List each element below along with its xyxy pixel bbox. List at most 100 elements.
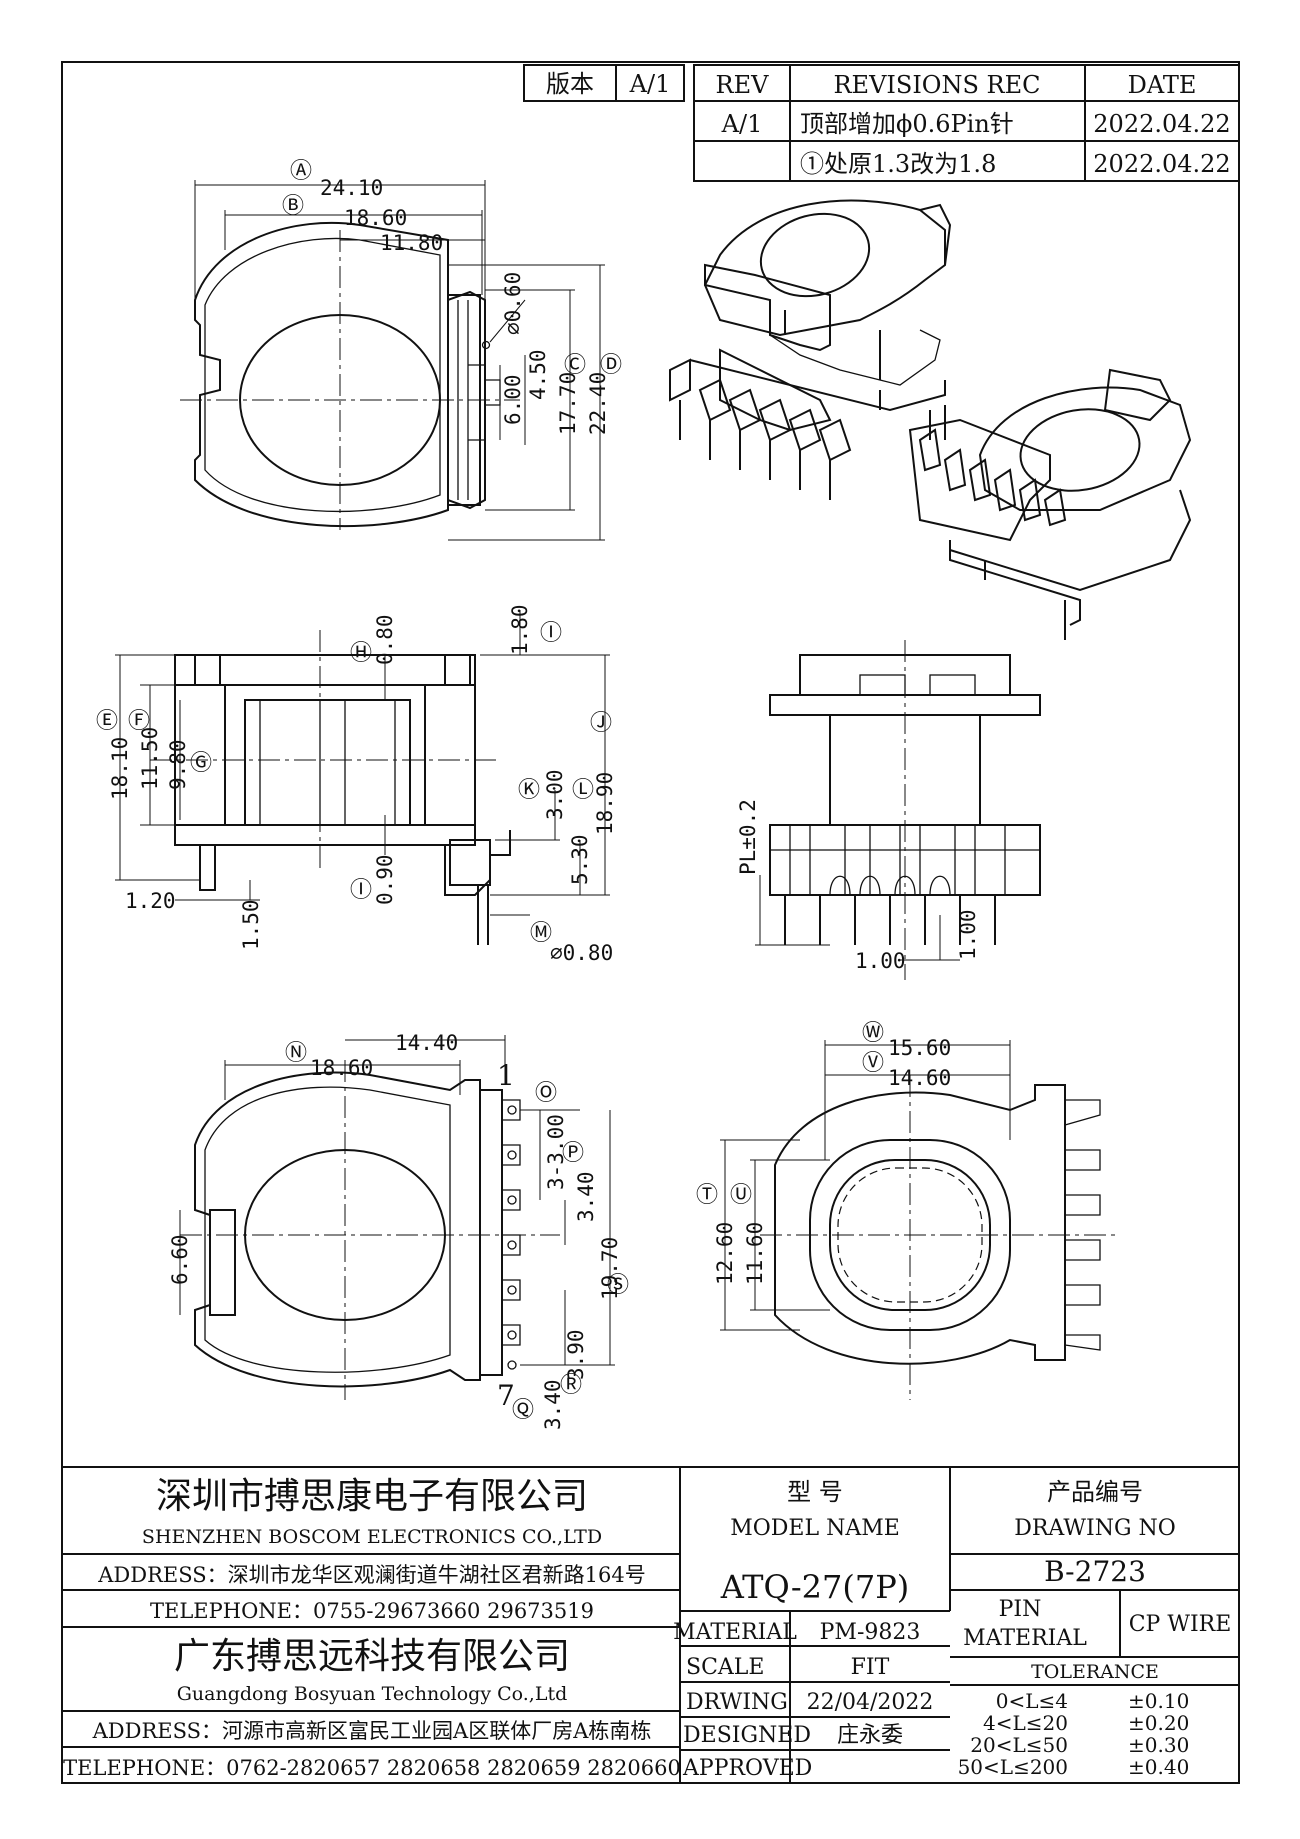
material-label: MATERIAL: [673, 1620, 797, 1645]
dim-f: 11.50: [138, 727, 162, 790]
tolerance-label: TOLERANCE: [1031, 1661, 1159, 1683]
tolerance-range: 20<L≤50: [970, 1733, 1068, 1757]
revision-rev: A/1: [721, 110, 763, 138]
dim-label-o: Ⓞ: [535, 1081, 557, 1106]
dim-label-a: Ⓐ: [290, 159, 312, 184]
dim-g: 9.80: [166, 739, 190, 790]
dim-i: 1.80: [508, 604, 532, 655]
approved-label: APPROVED: [682, 1756, 812, 1781]
dim-1-20: 1.20: [125, 889, 176, 913]
drawing-border: [61, 61, 1240, 1784]
dim-label-n: Ⓝ: [285, 1041, 307, 1066]
dim-pl: PL±0.2: [736, 799, 760, 875]
dim-label-g: Ⓖ: [190, 751, 212, 776]
dim-label-c: Ⓒ: [564, 353, 586, 378]
dim-label-b: Ⓑ: [282, 194, 304, 219]
top-view: Ⓐ 24.10 Ⓑ 18.60 11.80 ⌀0.60 4.50 6.00 17…: [180, 159, 622, 541]
designed-label: DESIGNED: [683, 1723, 811, 1748]
dim-1-50: 1.50: [239, 899, 263, 950]
dim-pin-length: 1.00: [956, 909, 980, 960]
dim-label-v: Ⓥ: [862, 1051, 884, 1076]
version-label: 版本: [546, 70, 594, 98]
dim-label-d: Ⓓ: [600, 353, 622, 378]
dim-b: 18.60: [344, 206, 407, 230]
designed-value: 庄永委: [837, 1723, 903, 1748]
company2-address: ADDRESS：河源市高新区富民工业园A区联体厂房A栋南栋: [92, 1719, 652, 1743]
company1-name-cn: 深圳市搏思康电子有限公司: [156, 1476, 588, 1517]
drawing-no-value: B-2723: [1044, 1555, 1146, 1588]
tolerance-range: 0<L≤4: [996, 1689, 1068, 1713]
material-value: PM-9823: [820, 1620, 921, 1645]
dim-label-t: Ⓣ: [696, 1183, 718, 1208]
tolerance-value: ±0.10: [1128, 1689, 1189, 1713]
dim-label-h: Ⓗ: [350, 641, 372, 666]
dim-u: 11.60: [743, 1222, 767, 1285]
pin-material-value: CP WIRE: [1129, 1612, 1232, 1637]
pin-7-label: 7: [497, 1379, 515, 1412]
dim-14-40: 14.40: [395, 1031, 458, 1055]
dim-q: 3.40: [541, 1379, 565, 1430]
rev-header: REV: [716, 71, 770, 99]
dim-label-e: Ⓔ: [96, 709, 118, 734]
bottom-right-view: Ⓦ 15.60 Ⓥ 14.60 12.60 Ⓣ 11.60 Ⓤ: [696, 1021, 1120, 1400]
tolerance-value: ±0.20: [1128, 1711, 1189, 1735]
dim-pin-dia: ⌀0.60: [501, 272, 525, 335]
drawing-date-label: DRWING: [686, 1690, 788, 1715]
company1-telephone: TELEPHONE：0755-29673660 29673519: [150, 1599, 594, 1623]
dim-label-k: Ⓚ: [518, 778, 540, 803]
drawing-no-label-cn: 产品编号: [1047, 1478, 1143, 1506]
tolerance-range: 4<L≤20: [983, 1711, 1068, 1735]
dim-v: 14.60: [888, 1066, 951, 1090]
dim-i2: 0.90: [373, 854, 397, 905]
tolerance-value: ±0.30: [1128, 1733, 1189, 1757]
dim-label-u: Ⓤ: [730, 1183, 752, 1208]
title-block: 深圳市搏思康电子有限公司 SHENZHEN BOSCOM ELECTRONICS…: [62, 1466, 1239, 1783]
dim-a: 24.10: [320, 176, 383, 200]
drawing-date-value: 22/04/2022: [807, 1690, 934, 1715]
revision-date: 2022.04.22: [1093, 150, 1230, 178]
dim-6-00: 6.00: [501, 374, 525, 425]
dim-r: 3.90: [564, 1329, 588, 1380]
dim-11-80: 11.80: [380, 231, 443, 255]
dim-label-p: Ⓟ: [562, 1141, 584, 1166]
company2-name-cn: 广东搏思远科技有限公司: [174, 1636, 570, 1677]
revision-desc: 顶部增加ϕ0.6Pin针: [800, 110, 1014, 138]
dim-n: 18.60: [310, 1056, 373, 1080]
dim-label-j: Ⓙ: [590, 711, 612, 736]
dim-d: 22.40: [586, 372, 610, 435]
pin-material-label-1: PIN: [999, 1597, 1042, 1622]
dim-6-60: 6.60: [168, 1234, 192, 1285]
version-value: A/1: [629, 70, 671, 98]
dim-label-s: Ⓢ: [607, 1273, 629, 1298]
dim-label-r: Ⓡ: [560, 1373, 582, 1398]
model-label-en: MODEL NAME: [730, 1516, 900, 1541]
company2-telephone: TELEPHONE：0762-2820657 2820658 2820659 2…: [63, 1756, 681, 1780]
revisions-header: REVISIONS REC: [833, 71, 1040, 99]
dim-m: ⌀0.80: [550, 941, 613, 965]
dim-j: 18.90: [593, 772, 617, 835]
dim-label-f: Ⓕ: [128, 709, 150, 734]
dim-l: 5.30: [568, 834, 592, 885]
pin-1-label: 1: [497, 1059, 515, 1092]
dim-s: 19.70: [598, 1237, 622, 1300]
dim-t: 12.60: [713, 1222, 737, 1285]
dim-p: 3.40: [574, 1171, 598, 1222]
revision-desc: ①处原1.3改为1.8: [800, 150, 996, 178]
revision-date: 2022.04.22: [1093, 110, 1230, 138]
dim-w: 15.60: [888, 1036, 951, 1060]
model-value: ATQ-27(7P): [720, 1568, 910, 1606]
drawing-no-label-en: DRAWING NO: [1014, 1516, 1176, 1541]
tolerance-range: 50<L≤200: [958, 1755, 1068, 1779]
pin-material-label-2: MATERIAL: [963, 1626, 1087, 1651]
isometric-view-upper: [669, 199, 952, 500]
bottom-left-view: Ⓝ 18.60 14.40 6.60 1 7 Ⓞ 3-3.00 Ⓟ 3.40 1…: [168, 1031, 629, 1430]
dim-label-i2: Ⓘ: [350, 878, 372, 903]
model-label-cn: 型 号: [787, 1478, 843, 1506]
dim-label-l: Ⓛ: [572, 778, 594, 803]
scale-label: SCALE: [686, 1655, 764, 1680]
dim-label-i: Ⓘ: [540, 621, 562, 646]
tolerance-value: ±0.40: [1128, 1755, 1189, 1779]
isometric-view-lower: [908, 368, 1192, 640]
dim-c: 17.70: [556, 372, 580, 435]
